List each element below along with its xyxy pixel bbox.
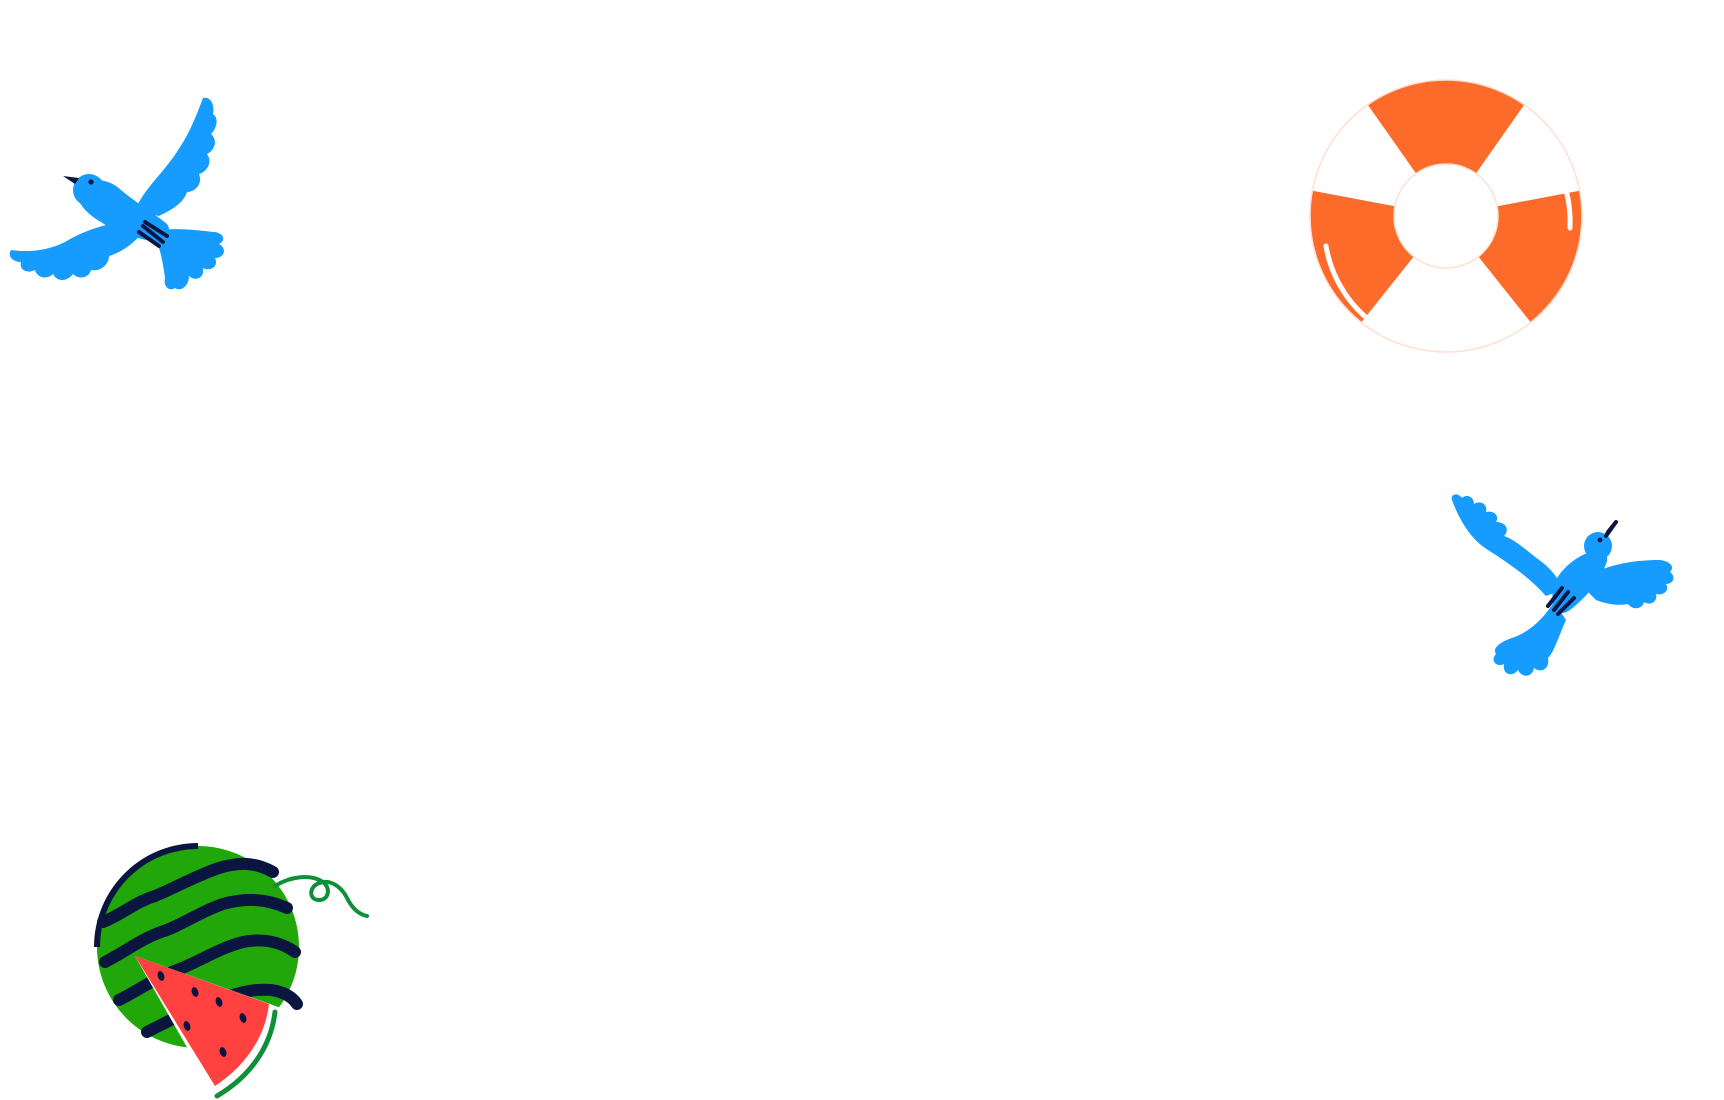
watermelon-icon <box>94 842 370 1100</box>
bird-right-icon <box>1450 492 1675 677</box>
bird-left-icon <box>5 92 245 304</box>
lifebuoy-icon <box>1295 72 1597 354</box>
